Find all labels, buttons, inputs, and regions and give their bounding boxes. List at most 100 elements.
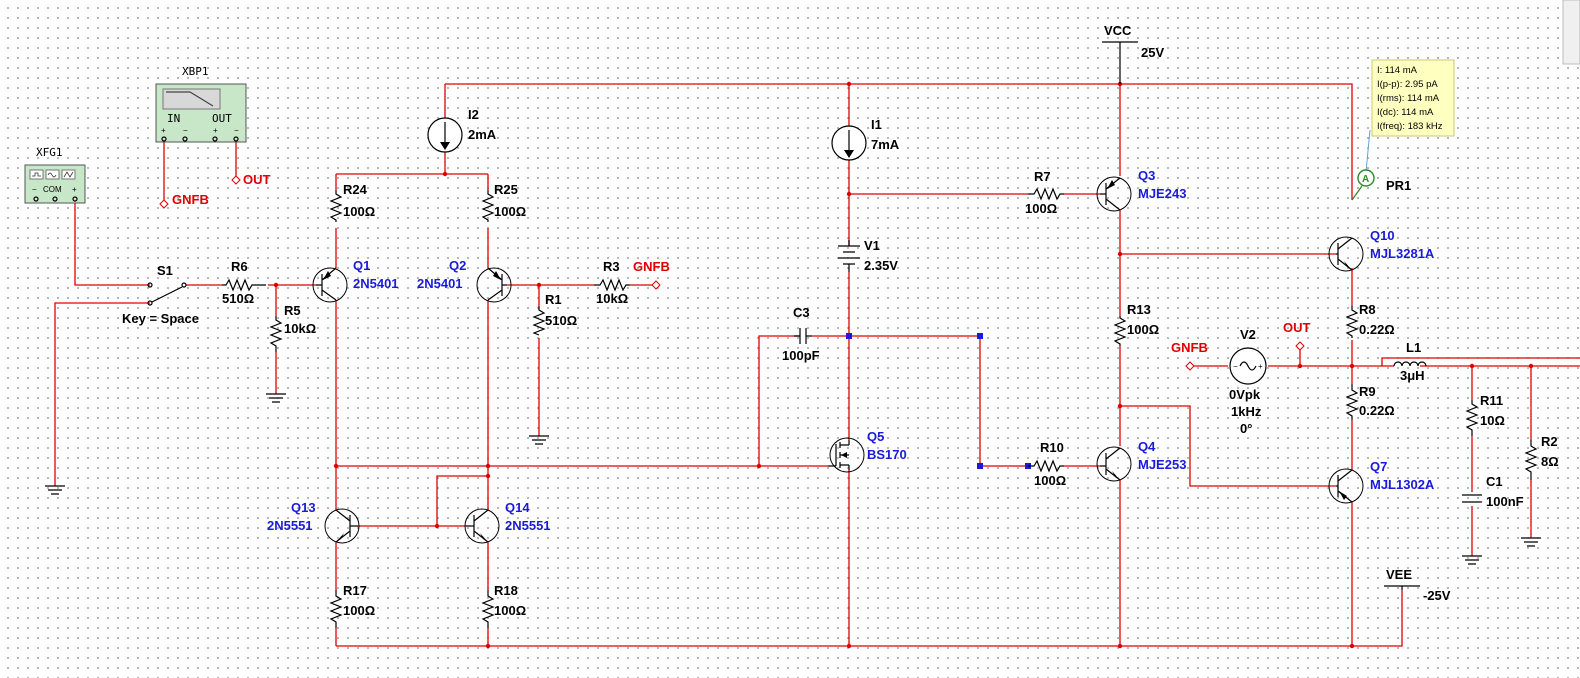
- q1-pnp-transistor[interactable]: Q1 2N5401: [312, 258, 399, 303]
- svg-text:10Ω: 10Ω: [1480, 413, 1505, 428]
- net-label-out-bode[interactable]: OUT: [231, 172, 271, 187]
- svg-text:I(rms): 114 mA: I(rms): 114 mA: [1377, 93, 1440, 104]
- svg-text:C3: C3: [793, 305, 810, 320]
- r5-resistor: [269, 316, 283, 352]
- junction-dots: [273, 81, 1534, 649]
- svg-text:0.22Ω: 0.22Ω: [1359, 322, 1395, 337]
- function-generator-xfg1[interactable]: XFG1 − COM +: [24, 146, 86, 204]
- svg-text:S1: S1: [157, 263, 173, 278]
- i1-current-source[interactable]: I1 7mA: [831, 117, 900, 161]
- q4-npn-transistor[interactable]: Q4 MJE253: [1096, 439, 1186, 482]
- v1-battery[interactable]: V1 2.35V: [838, 238, 898, 273]
- q5-nmos-transistor[interactable]: Q5 BS170: [828, 429, 907, 473]
- r9-label[interactable]: R90.22Ω: [1359, 384, 1395, 418]
- svg-text:Q1: Q1: [353, 258, 370, 273]
- q7-pnp-transistor[interactable]: Q7 MJL1302A: [1328, 459, 1435, 504]
- svg-text:510Ω: 510Ω: [545, 313, 577, 328]
- svg-text:+: +: [1258, 362, 1263, 371]
- svg-text:R5: R5: [284, 303, 301, 318]
- r24-resistor: [329, 190, 343, 222]
- ground-symbols: [45, 393, 1541, 565]
- svg-text:Q10: Q10: [1370, 228, 1395, 243]
- c3-capacitor[interactable]: C3 100pF: [782, 305, 820, 363]
- scrollbar-edge[interactable]: [1562, 0, 1580, 65]
- svg-text:R9: R9: [1359, 384, 1376, 399]
- probe-pr1[interactable]: A PR1: [1351, 129, 1411, 201]
- svg-text:MJE243: MJE243: [1138, 186, 1186, 201]
- q2-pnp-transistor[interactable]: Q2 2N5401: [417, 258, 512, 303]
- svg-text:OUT: OUT: [1283, 320, 1311, 335]
- net-label-gnfb-r3[interactable]: GNFB: [633, 259, 670, 290]
- svg-text:R6: R6: [231, 259, 248, 274]
- svg-text:+: +: [161, 126, 166, 135]
- bode-name: XBP1: [182, 65, 209, 78]
- r25-label[interactable]: R25 100Ω: [494, 182, 526, 219]
- probe-tooltip: I: 114 mA I(p-p): 2.95 pA I(rms): 114 mA…: [1371, 59, 1455, 137]
- r7-label[interactable]: R7 100Ω: [1025, 169, 1057, 216]
- r13-resistor: [1113, 316, 1127, 346]
- svg-text:MJL3281A: MJL3281A: [1370, 246, 1435, 261]
- svg-text:R25: R25: [494, 182, 518, 197]
- svg-text:R7: R7: [1034, 169, 1051, 184]
- svg-text:GNFB: GNFB: [633, 259, 670, 274]
- v2-ac-source[interactable]: −+ V2 0Vpk 1kHz 0°: [1229, 327, 1267, 436]
- svg-text:R8: R8: [1359, 302, 1376, 317]
- svg-text:R2: R2: [1541, 434, 1558, 449]
- probe-symbol: A: [1362, 174, 1369, 185]
- vcc-value: 25V: [1141, 45, 1164, 60]
- q10-npn-transistor[interactable]: Q10 MJL3281A: [1328, 228, 1435, 272]
- svg-text:2mA: 2mA: [468, 127, 497, 142]
- svg-text:MJE253: MJE253: [1138, 457, 1186, 472]
- svg-text:R1: R1: [545, 292, 562, 307]
- r6-label[interactable]: R6 510Ω: [222, 259, 254, 306]
- r10-label[interactable]: R10 100Ω: [1034, 440, 1066, 488]
- vcc-name: VCC: [1104, 23, 1132, 38]
- funcgen-plus: +: [72, 185, 77, 194]
- i2-current-source[interactable]: I2 2mA: [427, 107, 497, 153]
- svg-text:R10: R10: [1040, 440, 1064, 455]
- q14-npn-transistor[interactable]: Q14 2N5551: [464, 500, 551, 544]
- bode-plotter-xbp1[interactable]: XBP1 IN OUT +− +−: [155, 65, 247, 143]
- svg-text:Key = Space: Key = Space: [122, 311, 199, 326]
- r1-label[interactable]: R1 510Ω: [545, 292, 577, 328]
- r8-resistor: [1345, 306, 1359, 338]
- svg-text:L1: L1: [1406, 340, 1421, 355]
- q13-npn-transistor[interactable]: Q13 2N5551: [267, 500, 360, 544]
- r7-resistor: [1028, 187, 1064, 201]
- svg-text:100Ω: 100Ω: [1034, 473, 1066, 488]
- net-label-out-v2[interactable]: OUT: [1283, 320, 1311, 351]
- svg-text:100pF: 100pF: [782, 348, 820, 363]
- svg-text:2N5401: 2N5401: [353, 276, 399, 291]
- svg-text:8Ω: 8Ω: [1541, 454, 1559, 469]
- s1-switch[interactable]: S1 Key = Space: [122, 263, 199, 326]
- svg-text:Q2: Q2: [449, 258, 466, 273]
- vcc-supply[interactable]: VCC 25V: [1102, 23, 1164, 84]
- svg-text:100Ω: 100Ω: [1025, 201, 1057, 216]
- svg-text:R24: R24: [343, 182, 368, 197]
- svg-text:−: −: [234, 126, 239, 135]
- l1-inductor[interactable]: L1 3μH: [1393, 340, 1427, 383]
- svg-text:2N5551: 2N5551: [267, 518, 313, 533]
- net-label-gnfb-v2[interactable]: GNFB: [1171, 340, 1208, 371]
- q3-pnp-transistor[interactable]: Q3 MJE243: [1096, 168, 1186, 212]
- net-label-gnfb-bode[interactable]: GNFB: [159, 192, 209, 209]
- svg-text:100Ω: 100Ω: [494, 204, 526, 219]
- r6-resistor: [222, 278, 266, 292]
- svg-text:I1: I1: [871, 117, 882, 132]
- vee-supply[interactable]: VEE -25V: [1384, 567, 1451, 603]
- r8-label[interactable]: R8 0.22Ω: [1359, 302, 1395, 337]
- svg-text:510Ω: 510Ω: [222, 291, 254, 306]
- svg-text:Q3: Q3: [1138, 168, 1155, 183]
- svg-text:2N5401: 2N5401: [417, 276, 463, 291]
- c1-capacitor[interactable]: C1 100nF: [1462, 474, 1524, 509]
- svg-text:V2: V2: [1240, 327, 1256, 342]
